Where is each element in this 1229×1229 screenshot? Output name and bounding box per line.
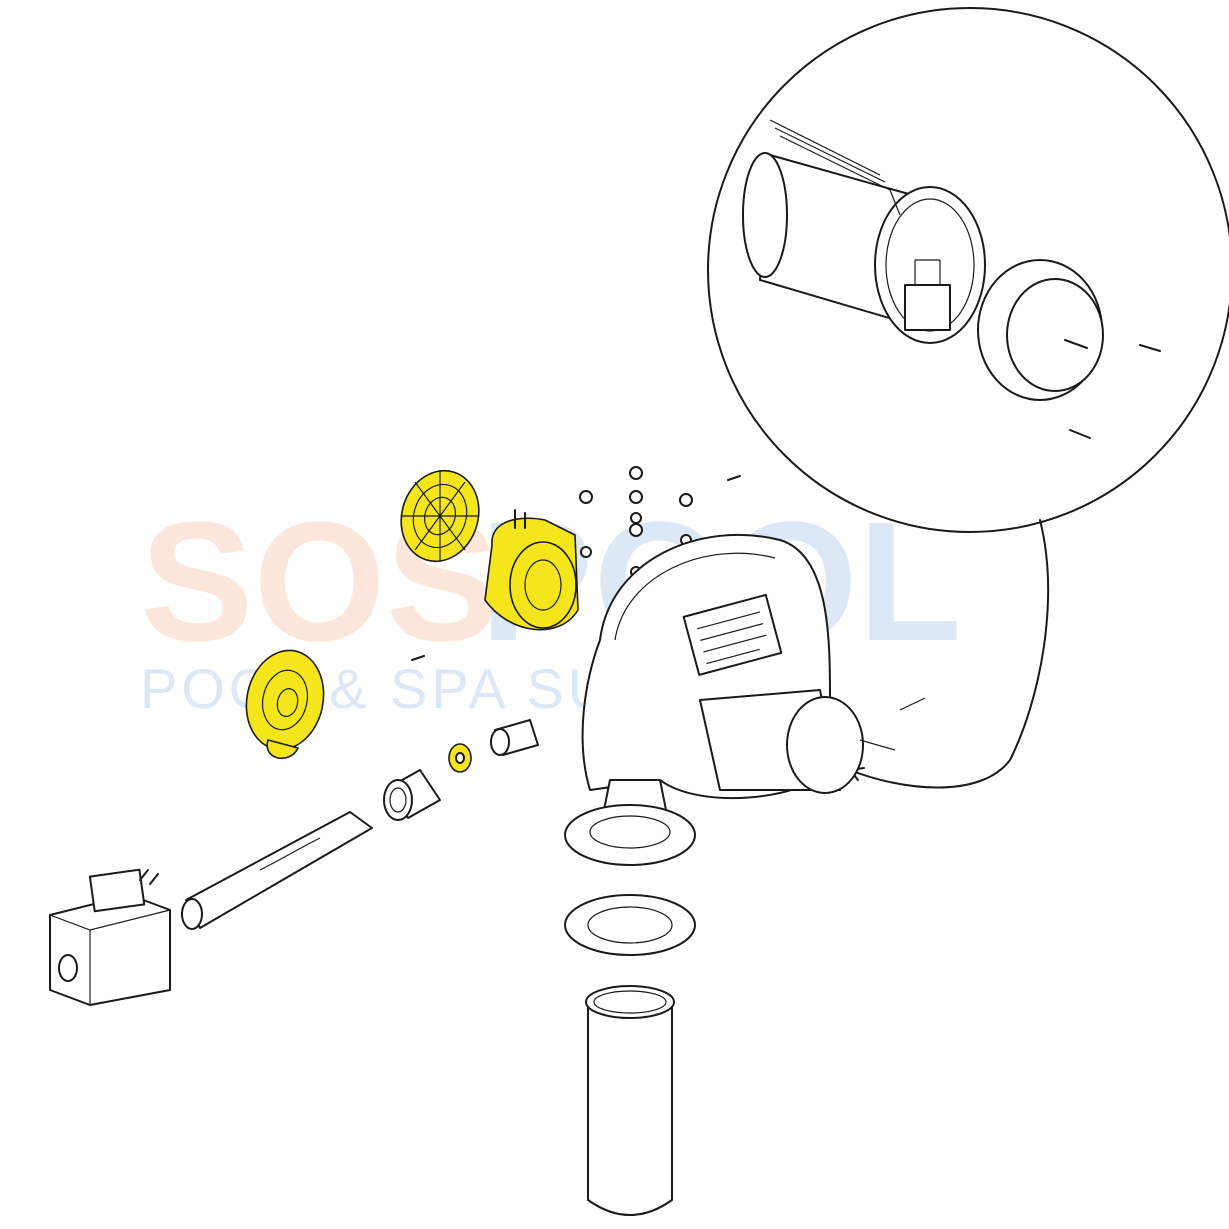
blower-assembly	[564, 533, 926, 866]
capacitor-icon	[904, 284, 951, 331]
warning-label-icon	[682, 593, 783, 676]
flange-icon	[564, 804, 696, 866]
blower-inlet-adapter	[484, 509, 579, 631]
orifice-plate	[245, 649, 325, 760]
sleeve-icon	[587, 1004, 673, 1216]
screw-icon	[1064, 339, 1088, 349]
screw-icon	[1069, 429, 1091, 439]
nut-icon	[629, 466, 643, 480]
nut-icon	[629, 490, 643, 504]
gas-valve-icon	[49, 894, 171, 1006]
hardware-set	[411, 466, 741, 661]
exhaust-sleeve	[585, 985, 675, 1216]
detail-leader-line	[849, 519, 1049, 789]
motor-end-cap-icon	[786, 696, 864, 794]
gas-pipe	[181, 811, 373, 930]
pipe-nipple	[490, 719, 539, 756]
screw-icon	[727, 475, 741, 481]
magnifier-detail-icon	[707, 7, 1229, 533]
mounting-gasket	[564, 894, 696, 956]
gas-valve	[49, 868, 171, 1006]
screw-icon	[1139, 344, 1161, 352]
wire-icon	[859, 697, 926, 751]
nut-icon	[579, 490, 593, 504]
gasket-icon	[564, 894, 696, 956]
wire-icon	[769, 119, 901, 216]
washer-icon	[630, 512, 642, 524]
orifice-washer	[448, 743, 472, 773]
washer-icon	[580, 546, 592, 558]
screw-icon	[411, 655, 425, 661]
nut-icon	[679, 493, 693, 507]
motor-detail	[707, 7, 1229, 789]
flame-screen	[400, 469, 480, 563]
motor-end-cap-icon	[874, 186, 986, 344]
union-fitting	[383, 769, 441, 821]
pipe-icon	[185, 811, 373, 929]
nut-icon	[629, 523, 643, 537]
